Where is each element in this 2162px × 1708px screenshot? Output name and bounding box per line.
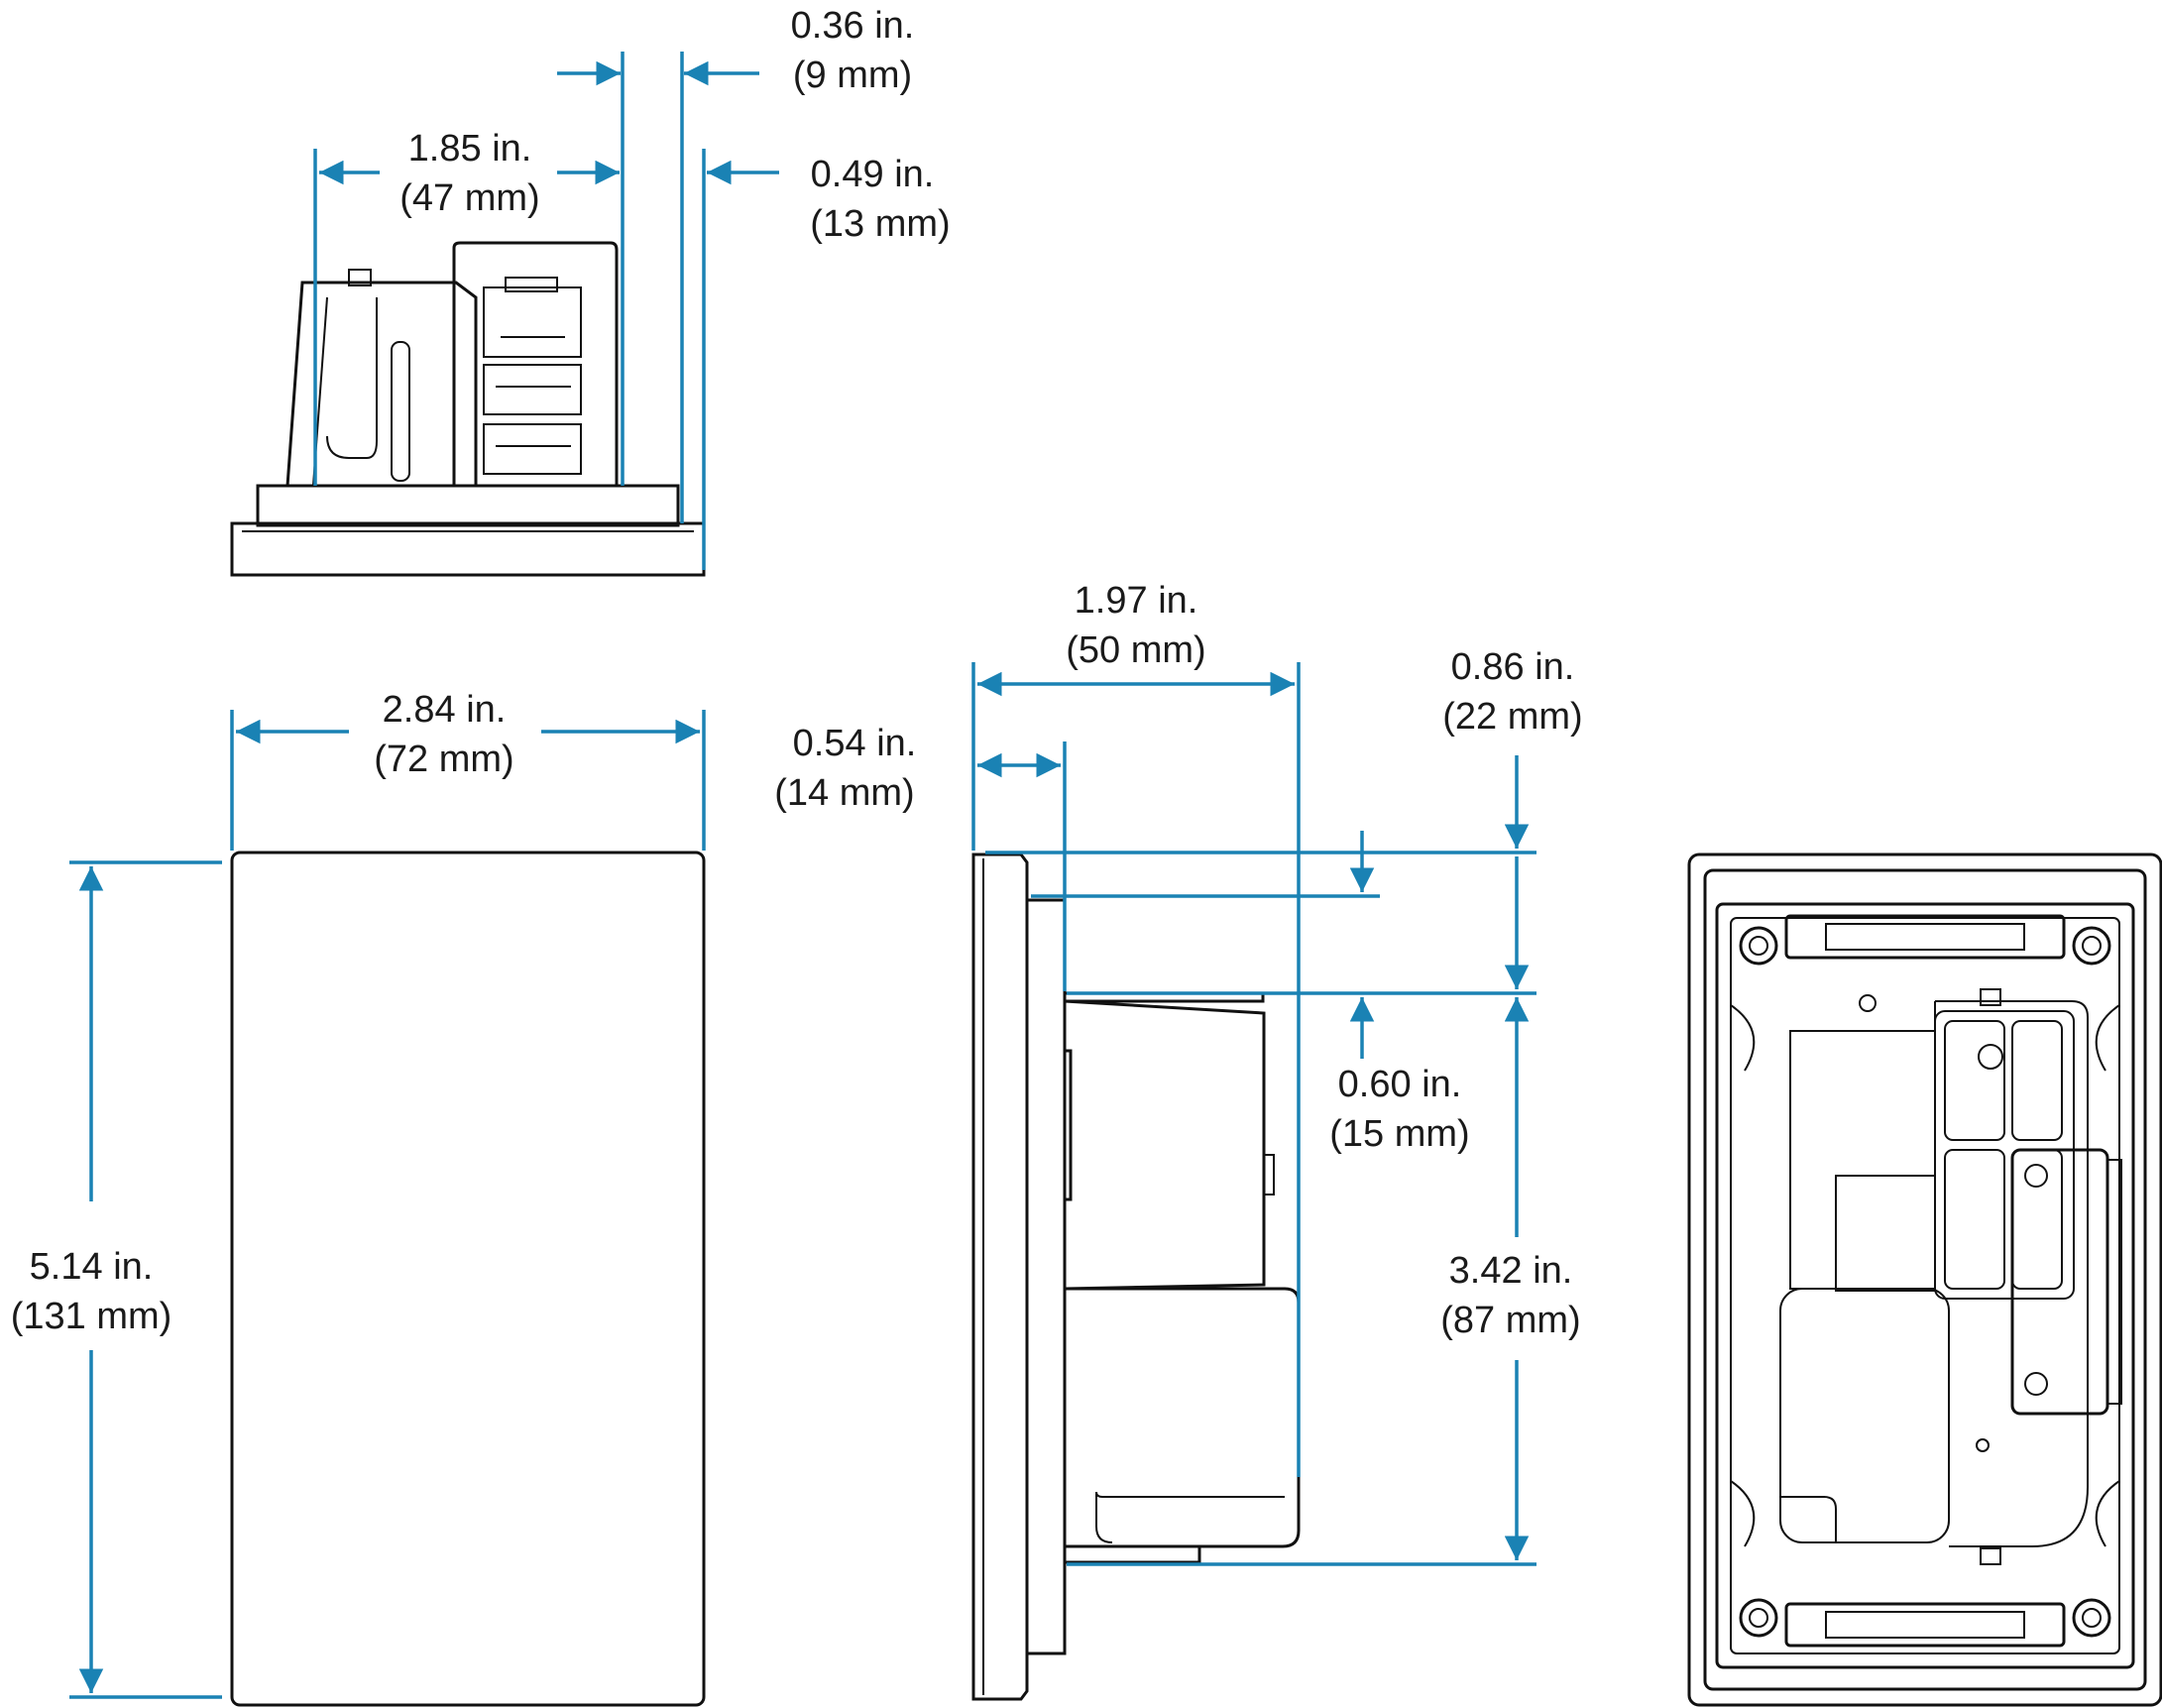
dim-3-42-mm: (87 mm) xyxy=(1440,1300,1580,1341)
dim-0-49-in: 0.49 in. xyxy=(811,154,935,195)
rear-view xyxy=(1687,853,2162,1707)
front-view: 2.84 in. (72 mm) 5.14 in. (131 mm) xyxy=(11,689,706,1707)
side-view: 1.97 in. (50 mm) 0.54 in. (14 mm) 0.86 i… xyxy=(774,580,1583,1701)
dim-0-54: 0.54 in. (14 mm) xyxy=(774,723,1067,991)
dim-5-14-in: 5.14 in. xyxy=(30,1246,154,1288)
rear-screw-top-left xyxy=(1739,926,1778,966)
dim-2-84: 2.84 in. (72 mm) xyxy=(230,689,706,851)
dim-0-86-mm: (22 mm) xyxy=(1442,696,1582,738)
dim-1-97: 1.97 in. (50 mm) xyxy=(971,580,1301,1477)
dim-0-36: 0.36 in. (9 mm) xyxy=(557,5,914,523)
dim-3-42: 3.42 in. (87 mm) xyxy=(1067,997,1581,1566)
rear-screw-top-right xyxy=(2072,926,2111,966)
dim-5-14: 5.14 in. (131 mm) xyxy=(11,860,222,1699)
rear-screw-bottom-left xyxy=(1739,1598,1778,1638)
dim-0-54-in: 0.54 in. xyxy=(793,723,917,764)
top-view-device xyxy=(230,241,706,577)
rear-slot-bottom xyxy=(1784,1602,2066,1648)
dim-1-97-in: 1.97 in. xyxy=(1075,580,1198,622)
dim-5-14-mm: (131 mm) xyxy=(11,1296,172,1337)
dim-0-86-in: 0.86 in. xyxy=(1451,646,1575,688)
front-view-panel xyxy=(230,851,706,1707)
dim-2-84-mm: (72 mm) xyxy=(374,739,513,780)
dim-1-85-mm: (47 mm) xyxy=(399,177,539,219)
dim-0-60-in: 0.60 in. xyxy=(1338,1064,1462,1105)
dim-0-36-mm: (9 mm) xyxy=(793,55,912,96)
dim-0-36-in: 0.36 in. xyxy=(791,5,915,47)
top-view: 0.36 in. (9 mm) 1.85 in. (47 mm) 0.49 in… xyxy=(230,5,951,577)
side-view-device xyxy=(971,853,1301,1701)
dim-0-86: 0.86 in. (22 mm) xyxy=(985,646,1583,854)
rear-slot-top xyxy=(1784,914,2066,960)
dim-2-84-in: 2.84 in. xyxy=(383,689,507,731)
dim-3-42-in: 3.42 in. xyxy=(1449,1250,1573,1292)
dim-1-85-in: 1.85 in. xyxy=(408,128,532,170)
rear-bracket xyxy=(2010,1148,2122,1416)
dim-0-54-mm: (14 mm) xyxy=(774,772,914,814)
dim-1-85: 1.85 in. (47 mm) xyxy=(313,128,620,486)
rear-screw-bottom-right xyxy=(2072,1598,2111,1638)
dim-0-49: 0.49 in. (13 mm) xyxy=(702,149,951,570)
dim-0-60: 0.60 in. (15 mm) xyxy=(1031,831,1536,1155)
dim-0-49-mm: (13 mm) xyxy=(810,203,950,245)
dim-0-60-mm: (15 mm) xyxy=(1329,1113,1469,1155)
dim-1-97-mm: (50 mm) xyxy=(1066,629,1205,671)
